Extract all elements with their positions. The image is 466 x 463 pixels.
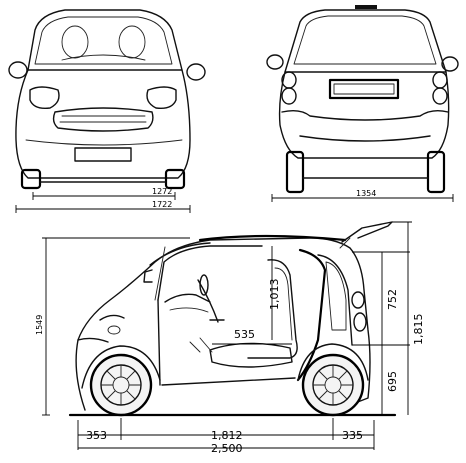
dim-front-track: 1272 <box>152 187 172 196</box>
side-pedals <box>189 337 213 353</box>
rear-license-plate <box>328 78 400 100</box>
side-fog-light <box>107 325 121 335</box>
side-seat-back-inner <box>274 267 293 341</box>
front-dimensions: 1272 1722 <box>15 187 191 213</box>
side-steering-wheel <box>199 274 209 296</box>
front-windshield-frame <box>27 9 183 71</box>
side-dashboard <box>164 293 211 303</box>
front-headlight-right <box>146 86 177 110</box>
dim-front-width: 1722 <box>152 200 172 209</box>
side-mirror <box>143 269 153 283</box>
side-rear-window <box>325 261 347 331</box>
rear-view <box>266 5 459 194</box>
side-dashboard-lower <box>169 307 209 313</box>
front-wheel <box>89 353 153 417</box>
side-front-wheel-arch <box>81 345 161 389</box>
rear-license-plate-inner <box>333 83 395 95</box>
front-license-plate <box>74 147 132 162</box>
dim-rear-lower: 695 <box>386 371 399 392</box>
side-rear-pillar <box>317 254 353 346</box>
side-sill <box>161 377 296 386</box>
side-taillight-upper <box>351 291 365 309</box>
rear-bumper-top <box>281 109 449 121</box>
side-a-pillar <box>157 299 161 386</box>
rear-dimensions: 1354 <box>271 189 454 202</box>
rear-wheel <box>301 353 365 417</box>
rear-body <box>278 71 450 159</box>
rear-taillight-left-top <box>281 71 297 89</box>
side-spoiler-strut <box>339 237 351 249</box>
dim-seat-depth: 535 <box>234 328 255 341</box>
side-tridion-cell <box>296 248 327 382</box>
dim-front-overhang: 353 <box>86 429 107 442</box>
front-view <box>8 9 206 190</box>
rear-tire <box>301 353 365 417</box>
side-windshield <box>149 242 211 266</box>
front-grille <box>52 107 154 132</box>
rear-mirror-right <box>441 56 459 72</box>
dim-wheelbase: 1,812 <box>211 429 243 442</box>
dim-rear-width: 1354 <box>356 189 376 198</box>
front-spokes <box>100 364 142 406</box>
front-bumper-line <box>25 139 183 146</box>
front-body <box>15 69 191 179</box>
side-body-outline <box>75 237 371 411</box>
front-mirror-left <box>8 61 28 79</box>
rear-taillight-right-top <box>432 71 448 89</box>
dim-length-total: 2,500 <box>211 442 243 455</box>
side-seat-back <box>247 259 298 359</box>
front-tire <box>89 353 153 417</box>
rear-taillight-left-bottom <box>281 87 297 105</box>
side-roof-line <box>198 234 347 242</box>
front-tire-left <box>20 168 42 190</box>
dim-height-total: 1549 <box>35 315 44 335</box>
front-grille-slats <box>59 115 147 123</box>
rear-window-glass <box>293 15 437 65</box>
side-front-bumper-line <box>77 337 109 343</box>
rear-spokes <box>312 364 354 406</box>
rear-window-frame <box>284 9 447 73</box>
side-dimensions: 1549 1,013 535 752 695 1,815 353 1,812 3… <box>35 221 425 455</box>
side-rear-wheel-arch <box>297 343 369 381</box>
rear-brake-light <box>355 5 377 9</box>
front-tire-right <box>164 168 186 190</box>
rear-bumper-bottom <box>299 135 431 142</box>
front-headlight-left <box>29 86 60 110</box>
dim-rear-height: 1,815 <box>412 314 425 346</box>
rear-taillight-right-bottom <box>432 87 448 105</box>
front-dashboard <box>61 54 146 61</box>
dim-seat-to-roof: 1,013 <box>268 279 281 311</box>
side-door-frame-top <box>157 245 263 301</box>
side-headlight <box>99 314 125 321</box>
rear-mirror-left <box>266 54 284 70</box>
rear-tire-right <box>426 150 446 194</box>
front-seat-right <box>118 25 146 59</box>
front-mirror-right <box>186 63 206 81</box>
dim-rear-overhang: 335 <box>342 429 363 442</box>
dim-rear-upper: 752 <box>386 289 399 310</box>
side-seat-cushion <box>209 342 293 368</box>
side-taillight-lower <box>353 312 367 332</box>
front-seat-left <box>61 25 89 59</box>
rear-tire-left <box>285 150 305 194</box>
front-windshield-glass <box>34 16 173 65</box>
side-antenna <box>154 246 166 301</box>
